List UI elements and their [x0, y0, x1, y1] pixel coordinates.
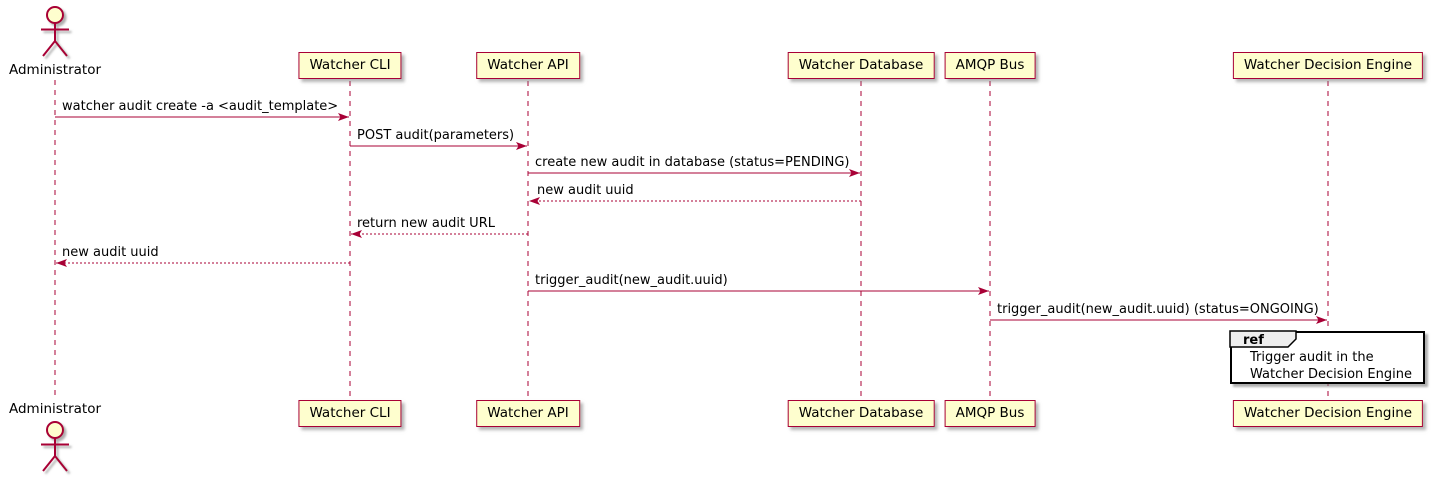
- ref-keyword-label: ref: [1243, 333, 1264, 348]
- ref-text-line-1: Trigger audit in the: [1250, 350, 1374, 365]
- message-label-4: new audit uuid: [537, 183, 634, 198]
- participant-box-amqp-bus-bottom: AMQP Bus: [944, 400, 1036, 427]
- participant-box-watcher-api-top: Watcher API: [476, 52, 580, 79]
- message-label-2: POST audit(parameters): [357, 128, 515, 143]
- participant-box-watcher-cli-bottom: Watcher CLI: [298, 400, 402, 427]
- message-label-3: create new audit in database (status=PEN…: [535, 155, 850, 170]
- participant-box-watcher-cli-top: Watcher CLI: [298, 52, 402, 79]
- administrator-actor-icon-top: [41, 6, 69, 57]
- participant-box-watcher-database-bottom: Watcher Database: [787, 400, 935, 427]
- participant-box-watcher-decision-engine-bottom: Watcher Decision Engine: [1232, 400, 1424, 427]
- participant-box-amqp-bus-top: AMQP Bus: [944, 52, 1036, 79]
- message-label-5: return new audit URL: [357, 216, 495, 231]
- message-label-7: trigger_audit(new_audit.uuid): [535, 273, 728, 288]
- participant-box-watcher-decision-engine-top: Watcher Decision Engine: [1232, 52, 1424, 79]
- actor-label-administrator-top: Administrator: [8, 62, 102, 78]
- message-arrows: [55, 113, 1327, 324]
- ref-text-line-2: Watcher Decision Engine: [1250, 367, 1412, 382]
- message-label-1: watcher audit create -a <audit_template>: [62, 99, 339, 114]
- participant-box-watcher-database-top: Watcher Database: [787, 52, 935, 79]
- lifelines: [54, 80, 1329, 400]
- message-label-8: trigger_audit(new_audit.uuid) (status=ON…: [997, 302, 1319, 317]
- participant-box-watcher-api-bottom: Watcher API: [476, 400, 580, 427]
- message-label-6: new audit uuid: [62, 245, 159, 260]
- administrator-actor-icon-bottom: [41, 421, 69, 472]
- actor-label-administrator-bottom: Administrator: [8, 401, 102, 417]
